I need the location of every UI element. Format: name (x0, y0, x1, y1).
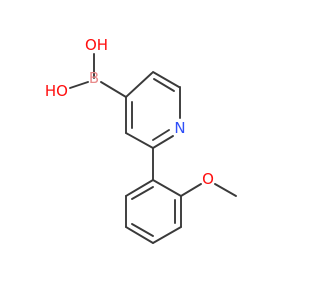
methoxy-bonds (180, 183, 237, 197)
molecule-diagram: OH HO B N O (44, 36, 237, 244)
bond-o-ch3 (214, 183, 237, 197)
hydroxyl-label-left: HO (45, 82, 68, 100)
bond-b-c4 (100, 81, 127, 98)
boron-label: B (89, 69, 99, 87)
bond-c4-c5 (125, 72, 153, 98)
bond-c3p-c4p (152, 226, 182, 244)
phenyl-ring-bonds (125, 179, 182, 244)
bond-c5-c6-double-inner (153, 78, 175, 92)
bond-c6p-c1p-double (125, 179, 154, 197)
bond-c4p-c5p-double (125, 226, 154, 244)
bond-n-c2 (152, 135, 174, 149)
bond-c4p-c5p-double-inner (131, 223, 154, 237)
bond-n-c2-inner (152, 129, 170, 141)
bond-b-oh-left (69, 81, 89, 89)
bond-c5-c6-double (152, 71, 180, 88)
pyridine-ring-bonds (125, 71, 181, 149)
hydroxyl-label-top: OH (85, 36, 108, 54)
oxygen-label: O (202, 170, 214, 188)
boronic-acid-bonds (69, 53, 127, 98)
bond-c1p-c2p (152, 179, 182, 197)
bond-c6p-c1p-double-inner (131, 186, 154, 200)
nitrogen-label: N (174, 119, 185, 137)
bond-c2p-o (180, 183, 202, 197)
bond-c2-c3 (125, 132, 154, 149)
